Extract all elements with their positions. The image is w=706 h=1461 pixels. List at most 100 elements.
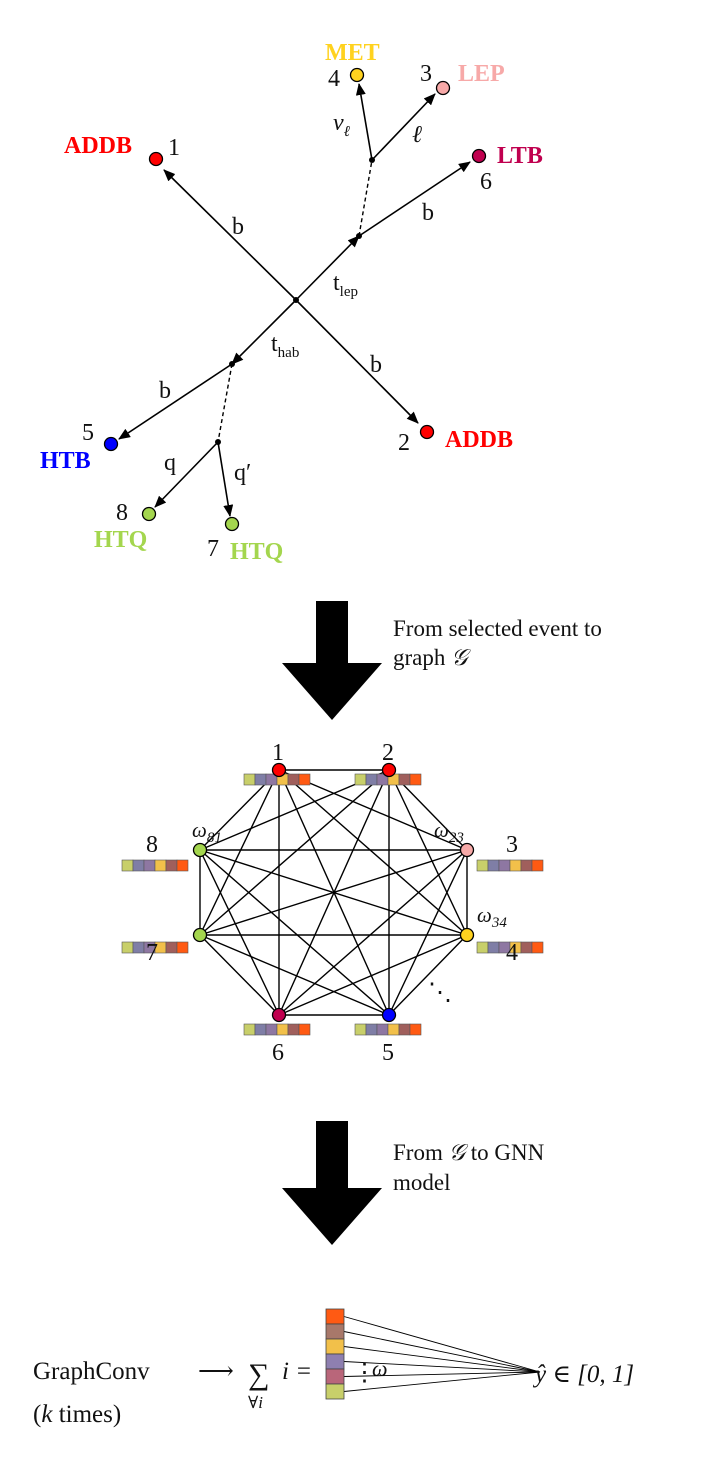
times-variable: k [41, 1401, 53, 1428]
feature-vector-node-3 [476, 859, 544, 872]
weight-23-symbol: ω [434, 818, 449, 842]
connection-line [343, 1371, 541, 1392]
feature-cell [276, 1023, 289, 1036]
feature-cell [531, 859, 544, 872]
vector-cell [325, 1338, 345, 1355]
step1-caption-line1: From selected event to [393, 616, 602, 641]
feature-cell [387, 1023, 400, 1036]
feature-cell [354, 773, 367, 786]
graph-ellipsis: ⋱ [428, 980, 452, 1006]
event-node-8 [141, 506, 157, 522]
vector-cell [325, 1353, 345, 1370]
label-q: q [164, 450, 176, 476]
feature-vector-node-4 [476, 941, 544, 954]
sum-symbol: ∑ [248, 1358, 269, 1391]
event-node-6 [471, 148, 487, 164]
sum-body: i = [282, 1358, 312, 1385]
graph-edge-4-8 [199, 849, 468, 936]
graph-node-8 [192, 842, 208, 858]
feature-cell [176, 941, 189, 954]
feature-cell [409, 1023, 422, 1036]
arrow-down-1 [282, 601, 382, 720]
graph-node-6-number: 6 [272, 1040, 284, 1066]
feature-cell [409, 773, 422, 786]
gnn-model: GraphConv ⟶ (k times) ∑ ∀i i = ⋮ ω ŷ ∈ [… [33, 1308, 634, 1428]
label-lepton: ℓ [412, 122, 422, 148]
complete-graph: 1 2 3 4 5 6 7 8 ω81 ω23 ω34 ⋱ [121, 740, 544, 1066]
weight-81-symbol: ω [192, 818, 207, 842]
feature-cell [254, 1023, 267, 1036]
feature-cell [531, 941, 544, 954]
event-node-3-number: 3 [420, 61, 432, 87]
feature-cell [265, 1023, 278, 1036]
w-decay-hab [217, 363, 233, 443]
graph-node-3 [459, 842, 475, 858]
event-node-4 [349, 67, 365, 83]
step1-graph-symbol: 𝒢 [451, 645, 471, 670]
connection-line [343, 1361, 541, 1373]
vector-output-connections [343, 1316, 541, 1392]
vector-cell [325, 1323, 345, 1340]
graph-node-8-number: 8 [146, 832, 158, 858]
graph-edge-3-6 [278, 849, 468, 1016]
feature-cell [165, 941, 178, 954]
vector-dots: ⋮ [352, 1359, 377, 1386]
label-t-hab: thab [271, 331, 299, 361]
event-node-8-tag: HTQ [94, 527, 147, 553]
label-neutrino-sub: ℓ [344, 124, 350, 140]
label-t-hab-sub: hab [278, 345, 300, 361]
event-node-1-number: 1 [168, 135, 180, 161]
event-node-5 [103, 436, 119, 452]
feature-cell [487, 859, 500, 872]
graph-edge-4-5 [388, 934, 468, 1016]
event-node-3 [435, 80, 451, 96]
connection-line [343, 1331, 541, 1373]
feature-cell [365, 1023, 378, 1036]
feature-cell [365, 773, 378, 786]
weight-23-sub: 23 [449, 830, 464, 846]
feature-cell [520, 859, 533, 872]
vertex-w-hab [215, 439, 221, 445]
graph-edge-4-6 [278, 934, 468, 1016]
edge-to-node-5 [118, 363, 233, 440]
graph-edge-1-7 [199, 769, 280, 936]
graph-node-5 [381, 1007, 397, 1023]
feature-cell [398, 773, 411, 786]
event-topology: 1 ADDB 2 ADDB 3 LEP 4 MET 5 HTB 6 LTB 7 … [40, 40, 543, 565]
weight-label-81: ω81 [192, 818, 222, 846]
vector-omega: ω [372, 1356, 388, 1381]
edge-to-node-2 [295, 299, 419, 424]
graph-node-4-number: 4 [506, 940, 518, 966]
event-node-4-tag: MET [325, 40, 380, 66]
graph-edge-2-4 [388, 769, 468, 936]
aggregated-feature-vector [325, 1308, 345, 1400]
graph-node-2-number: 2 [382, 740, 394, 766]
feature-cell [287, 1023, 300, 1036]
feature-cell [398, 1023, 411, 1036]
label-b-lower-right: b [370, 352, 382, 378]
step2-caption-suffix: to GNN [465, 1140, 545, 1165]
edge-t-hab [231, 299, 297, 365]
step2-graph-symbol: 𝒢 [449, 1140, 469, 1165]
label-neutrino-main: ν [333, 110, 344, 136]
feature-cell [498, 859, 511, 872]
step1-caption-line2: graph 𝒢 [393, 645, 471, 670]
graph-edge-3-5 [388, 849, 468, 1016]
event-node-1 [148, 151, 164, 167]
graphconv-label: GraphConv [33, 1358, 150, 1385]
step2-caption-line2: model [393, 1170, 451, 1195]
graph-edge-1-4 [278, 769, 468, 936]
graph-node-1-number: 1 [272, 740, 284, 766]
vertex-t-lep [356, 233, 362, 239]
edge-to-node-3 [371, 93, 436, 161]
vertex-center [293, 297, 299, 303]
graphconv-arrow: ⟶ [198, 1358, 234, 1385]
feature-vector-node-5 [354, 1023, 422, 1036]
weight-label-23: ω23 [434, 818, 464, 846]
edge-to-node-8 [154, 441, 219, 508]
times-label: (k times) [33, 1401, 121, 1428]
graph-edge-6-7 [199, 934, 280, 1016]
vector-cell [325, 1383, 345, 1400]
vector-cell [325, 1368, 345, 1385]
event-node-6-number: 6 [480, 169, 492, 195]
